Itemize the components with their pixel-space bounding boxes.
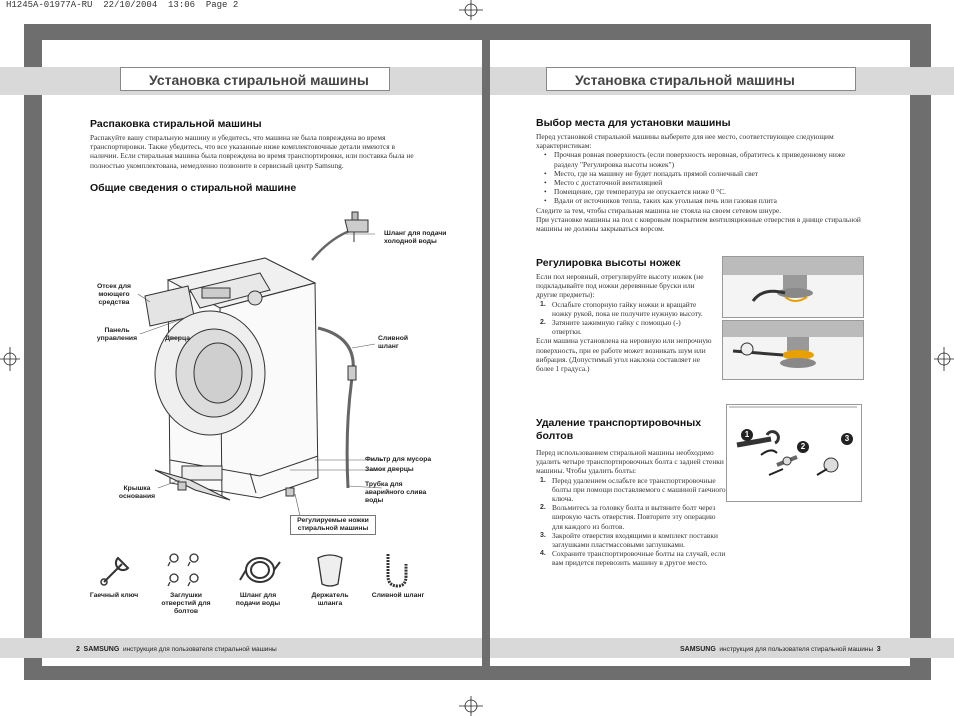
left-footer-band bbox=[0, 638, 482, 658]
list-item: Прочная ровная поверхность (если поверхн… bbox=[536, 150, 866, 168]
callout-door: Дверца bbox=[165, 335, 190, 342]
print-slug: H1245A-01977A-RU 22/10/2004 13:06 Page 2 bbox=[6, 0, 239, 10]
registration-mark-right bbox=[934, 347, 954, 371]
unpack-text: Распакуйте вашу стиральную машину и убед… bbox=[90, 133, 414, 170]
accessory-label: Гаечный ключ bbox=[89, 592, 139, 599]
drain-hose-icon bbox=[386, 554, 408, 588]
accessories-row: Гаечный ключ Заглушки отверстий для болт… bbox=[86, 548, 432, 616]
callout-adjustable-feet: Регулируемые ножки стиральной машины bbox=[290, 515, 376, 535]
washing-machine-illustration bbox=[137, 211, 383, 517]
left-footer: 2 SAMSUNG инструкция для пользователя ст… bbox=[76, 646, 277, 653]
brand: SAMSUNG bbox=[680, 646, 716, 653]
step-marker: 3 bbox=[841, 433, 853, 445]
accessory-label: Держатель шланга bbox=[311, 592, 349, 607]
accessory-label: Заглушки отверстий для болтов bbox=[161, 592, 211, 615]
location-heading: Выбор места для установки машины bbox=[536, 117, 731, 129]
feet-heading: Регулировка высоты ножек bbox=[536, 257, 681, 269]
page-number: 3 bbox=[876, 646, 881, 653]
list-item: Место с достаточной вентиляцией bbox=[536, 178, 866, 187]
list-item: 1.Перед удалением ослабьте все транспорт… bbox=[540, 475, 726, 504]
registration-mark-left bbox=[0, 347, 20, 371]
foot-nut-illustration bbox=[723, 257, 863, 302]
accessory-label: Сливной шланг bbox=[371, 592, 425, 599]
brand: SAMSUNG bbox=[83, 646, 120, 653]
foot-adjust-photo-1 bbox=[722, 256, 864, 318]
list-item: Место, где на машину не будет попадать п… bbox=[536, 169, 866, 178]
step-marker: 2 bbox=[797, 441, 809, 453]
page-number: 2 bbox=[76, 646, 80, 653]
right-page-title: Установка стиральной машины bbox=[546, 67, 856, 91]
footer-text: инструкция для пользователя стиральной м… bbox=[122, 646, 277, 653]
bolts-text: Перед использованием стиральной машины н… bbox=[536, 448, 726, 568]
accessory-label: Шланг для подачи воды bbox=[235, 592, 281, 607]
location-text: Перед установкой стиральной машины выбер… bbox=[536, 132, 866, 233]
bolts-heading: Удаление транспортировочных болтов bbox=[536, 417, 702, 442]
step-marker: 1 bbox=[741, 429, 753, 441]
unpack-heading: Распаковка стиральной машины bbox=[90, 118, 262, 130]
overview-heading: Общие сведения о стиральной машине bbox=[90, 182, 297, 194]
right-footer: SAMSUNG инструкция для пользователя стир… bbox=[680, 646, 881, 653]
right-footer-band bbox=[490, 638, 954, 658]
callout-drain-hose: Сливной шланг bbox=[378, 335, 409, 350]
callout-debris-filter: Фильтр для мусора bbox=[365, 456, 432, 463]
callout-detergent-drawer: Отсек для моющего средства bbox=[97, 283, 131, 306]
feet-text: Если пол неровный, отрегулируйте высоту … bbox=[536, 272, 712, 374]
registration-mark-top bbox=[459, 0, 483, 20]
callout-control-panel: Панель управления bbox=[96, 327, 138, 342]
list-item: 2.Вольмитесь за головку болта и вытяните… bbox=[540, 503, 716, 531]
water-hose-icon bbox=[239, 557, 281, 583]
list-item: 2.Затяните зажимную гайку с помощью (-) … bbox=[540, 318, 681, 337]
bolt-removal-illustration: 1 2 3 bbox=[726, 404, 862, 502]
list-item: 1.Ослабьте стопорную гайку ножки и враща… bbox=[540, 299, 703, 318]
foot-adjust-photo-2 bbox=[722, 320, 864, 380]
list-item: 3.Закройте отверстия входящими в комплек… bbox=[540, 530, 718, 550]
callout-door-lock: Замок дверцы bbox=[365, 466, 414, 473]
bolt-caps-icon bbox=[167, 553, 199, 587]
bolt-removal-steps bbox=[729, 406, 857, 476]
callout-inlet-hose: Шланг для подачи холодной воды bbox=[384, 230, 447, 245]
foot-screwdriver-illustration bbox=[723, 321, 863, 368]
footer-text: инструкция для пользователя стиральной м… bbox=[719, 646, 874, 653]
callout-base-cover: Крышка основания bbox=[118, 485, 156, 500]
list-item: Помещение, где температура не опускается… bbox=[536, 187, 866, 196]
wrench-icon bbox=[100, 556, 130, 586]
list-item: 4.Сохраните транспортировочные болты на … bbox=[540, 549, 726, 568]
hose-holder-icon bbox=[317, 554, 343, 587]
registration-mark-bottom bbox=[459, 696, 483, 716]
list-item: Вдали от источников тепла, таких как уго… bbox=[536, 196, 866, 205]
callout-emergency-drain: Трубка для аварийного слива воды bbox=[365, 481, 427, 504]
left-page-title: Установка стиральной машины bbox=[120, 67, 390, 91]
